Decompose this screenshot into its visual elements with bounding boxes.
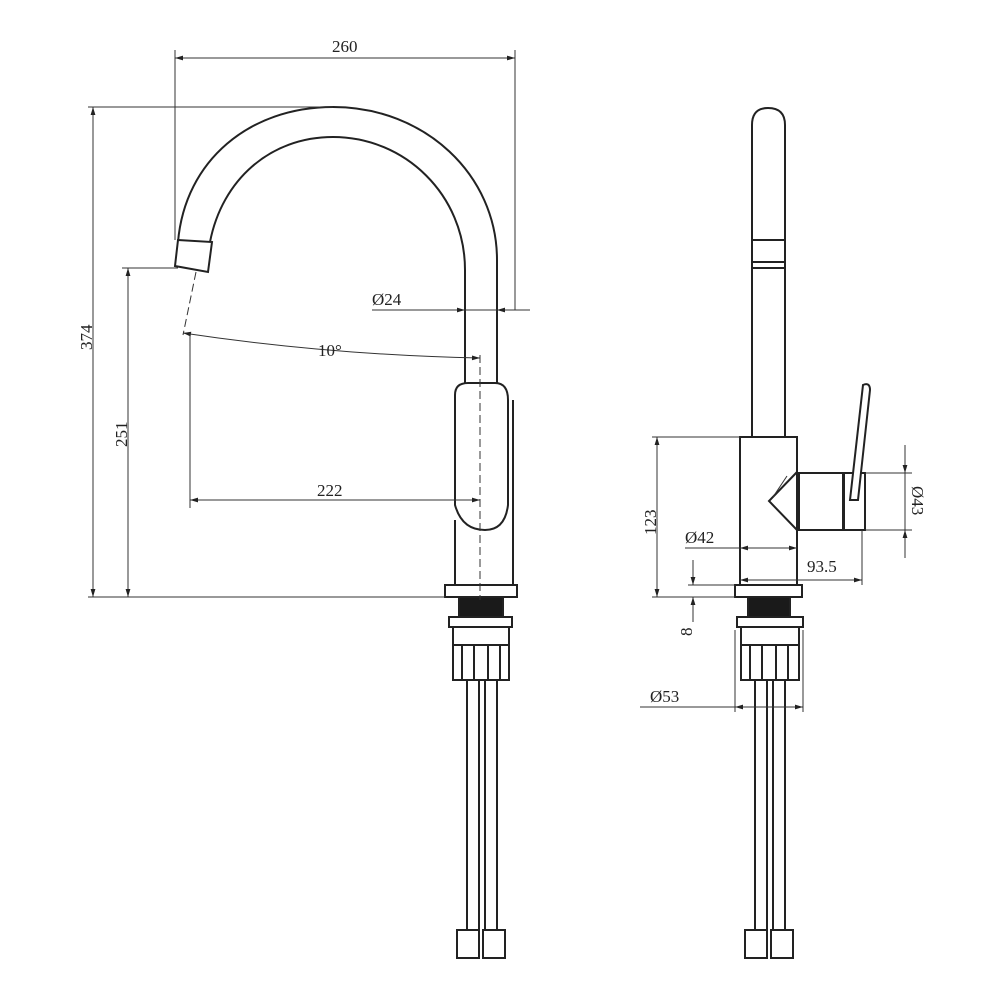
hose-connector	[770, 929, 794, 959]
side-view-faucet	[173, 105, 518, 959]
spout-outer	[177, 105, 498, 385]
supply-hoses	[466, 680, 498, 930]
collar	[736, 616, 804, 628]
hose-connector	[482, 929, 506, 959]
supply-hoses	[754, 680, 786, 930]
hose-connector	[744, 929, 768, 959]
hose-connector	[456, 929, 480, 959]
dim-handle-depth: 93.5	[807, 557, 837, 576]
dim-base-diameter: Ø53	[650, 687, 679, 706]
collar	[448, 616, 513, 628]
dim-overall-height: 374	[77, 324, 96, 350]
spout-axis	[182, 271, 197, 336]
handle-cone	[767, 469, 798, 533]
dim-handle-diameter: Ø43	[908, 486, 927, 515]
spout-pipe	[751, 106, 786, 437]
dim-spout-diameter: Ø24	[372, 290, 402, 309]
body	[454, 400, 514, 585]
aerator-band	[751, 239, 786, 269]
front-view-dimensions: 123 Ø42 93.5 Ø43 8 Ø53	[640, 436, 927, 712]
dim-body-diameter: Ø42	[685, 528, 714, 547]
spout-aerator	[173, 238, 214, 274]
dim-spout-reach: 222	[317, 481, 343, 500]
mounting-nut	[747, 596, 791, 618]
shank-grooves	[453, 644, 509, 680]
lever	[848, 383, 872, 501]
base-plate	[734, 584, 803, 598]
dim-body-height: 123	[641, 510, 660, 536]
shank-grooves	[741, 644, 799, 680]
dim-spout-height: 251	[112, 422, 131, 448]
front-view-faucet	[734, 106, 872, 959]
dim-overall-width: 260	[332, 37, 358, 56]
mounting-nut	[458, 596, 504, 618]
base-plate	[444, 584, 518, 598]
dim-swivel-angle: 10°	[318, 341, 342, 360]
cartridge-housing	[798, 472, 844, 531]
spout-inner	[209, 135, 466, 385]
side-view-dimensions: 260 374 251 Ø24 10° 222	[77, 37, 530, 598]
dim-base-thickness: 8	[677, 628, 696, 637]
handle-body	[454, 382, 509, 532]
